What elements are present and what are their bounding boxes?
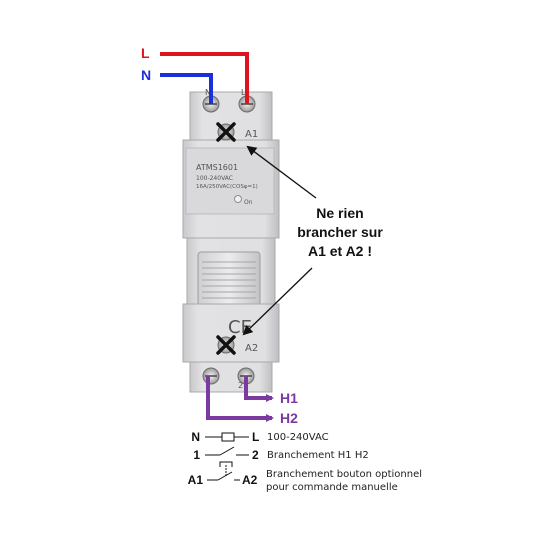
warning-line-3: A1 et A2 ! [308, 243, 372, 259]
legend-2-label: 2 [252, 448, 259, 462]
legend-row3-text-2: pour commande manuelle [266, 482, 398, 493]
terminal-n-label: N [205, 88, 211, 97]
label-panel [185, 147, 275, 215]
warning-line-1: Ne rien [316, 205, 363, 221]
model-label: ATMS1601 [196, 163, 238, 172]
push-button-icon [219, 461, 233, 467]
h2-label: H2 [280, 410, 298, 426]
ce-mark: CE [228, 317, 252, 338]
warning-arrow-a1 [246, 145, 317, 199]
h1-wire [244, 376, 274, 402]
legend-row3-text-1: Branchement bouton optionnel [266, 469, 422, 480]
h2-wire [206, 376, 274, 422]
coil-icon [221, 432, 235, 442]
legend-n-label: N [191, 430, 200, 444]
legend-row2-text: Branchement H1 H2 [267, 450, 369, 461]
terminal-l-label: L [241, 88, 246, 97]
din-rail-module: N L A1 ATMS1601 100-240VAC 16A/250VAC(CO… [182, 88, 280, 393]
on-label: On [244, 199, 253, 206]
legend-a2-label: A2 [242, 473, 258, 487]
legend: N L 100-240VAC 1 2 Branchement H1 H2 A1 … [188, 430, 422, 493]
bottom-terminal-block [189, 361, 273, 393]
rating-label: 16A/250VAC(COSφ=1) [196, 184, 258, 190]
led-icon [234, 195, 242, 203]
warning-line-2: brancher sur [297, 224, 383, 240]
terminal-a1-label: A1 [245, 129, 258, 140]
legend-l-label: L [252, 430, 259, 444]
terminal-2-label: 2 [238, 381, 243, 390]
terminal-a2-label: A2 [245, 343, 258, 354]
contact-icon [219, 446, 235, 456]
live-label: L [141, 45, 150, 61]
warning-arrow-a2 [242, 267, 313, 336]
legend-1-label: 1 [193, 448, 200, 462]
voltage-label: 100-240VAC [196, 175, 233, 182]
neutral-wire [160, 73, 213, 104]
a2-cross-icon [216, 335, 236, 355]
h1-label: H1 [280, 390, 298, 406]
legend-a1-label: A1 [188, 473, 204, 487]
button-contact-icon [217, 471, 233, 481]
neutral-label: N [141, 67, 151, 83]
warning-note: Ne rien brancher sur A1 et A2 ! [297, 205, 383, 259]
a1-cross-icon [216, 122, 236, 142]
legend-row1-text: 100-240VAC [267, 432, 329, 443]
live-wire [160, 52, 249, 104]
